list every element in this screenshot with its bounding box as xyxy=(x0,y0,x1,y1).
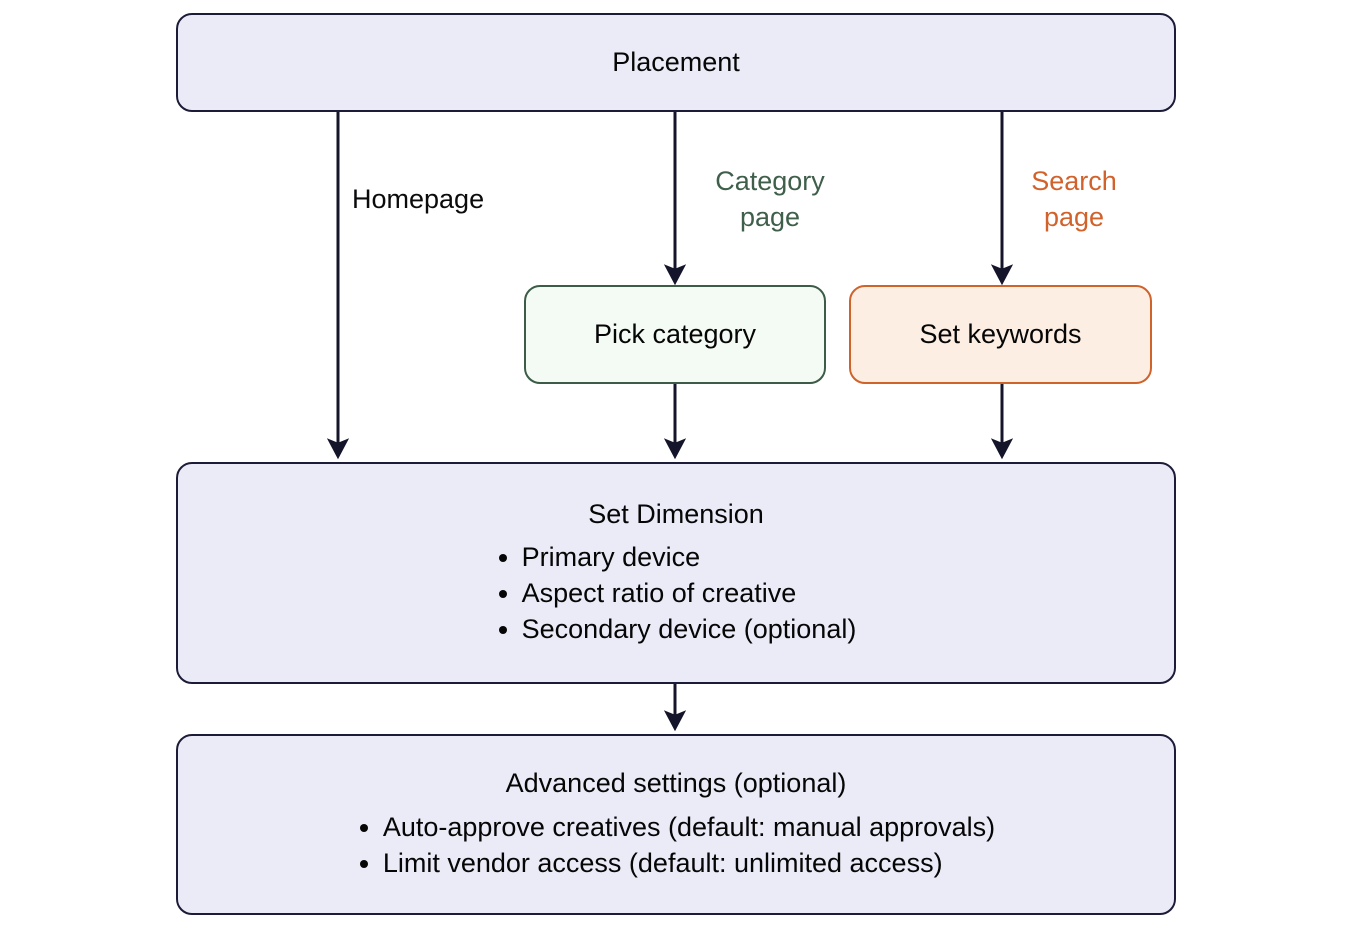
node-set-dimension-title: Set Dimension xyxy=(588,498,764,529)
node-placement[interactable]: Placement xyxy=(176,13,1176,112)
node-advanced-settings[interactable]: Advanced settings (optional) Auto-approv… xyxy=(176,734,1176,915)
node-placement-title: Placement xyxy=(612,47,740,78)
list-item: Primary device xyxy=(522,540,857,576)
list-item: Aspect ratio of creative xyxy=(522,576,857,612)
node-pick-category-title: Pick category xyxy=(593,319,757,350)
node-advanced-settings-bullets: Auto-approve creatives (default: manual … xyxy=(357,810,995,882)
node-advanced-settings-title: Advanced settings (optional) xyxy=(505,768,847,799)
list-item: Auto-approve creatives (default: manual … xyxy=(383,810,995,846)
node-set-dimension-bullets: Primary device Aspect ratio of creative … xyxy=(496,540,857,648)
edge-label-category-page: Category page xyxy=(715,166,825,232)
node-set-keywords-title: Set keywords xyxy=(919,319,1082,350)
node-set-dimension[interactable]: Set Dimension Primary device Aspect rati… xyxy=(176,462,1176,684)
list-item: Secondary device (optional) xyxy=(522,612,857,648)
node-pick-category[interactable]: Pick category xyxy=(524,285,826,384)
node-set-keywords[interactable]: Set keywords xyxy=(849,285,1152,384)
edge-label-homepage: Homepage xyxy=(352,184,485,214)
edge-label-search-page: Search page xyxy=(1031,166,1117,232)
list-item: Limit vendor access (default: unlimited … xyxy=(383,846,995,882)
